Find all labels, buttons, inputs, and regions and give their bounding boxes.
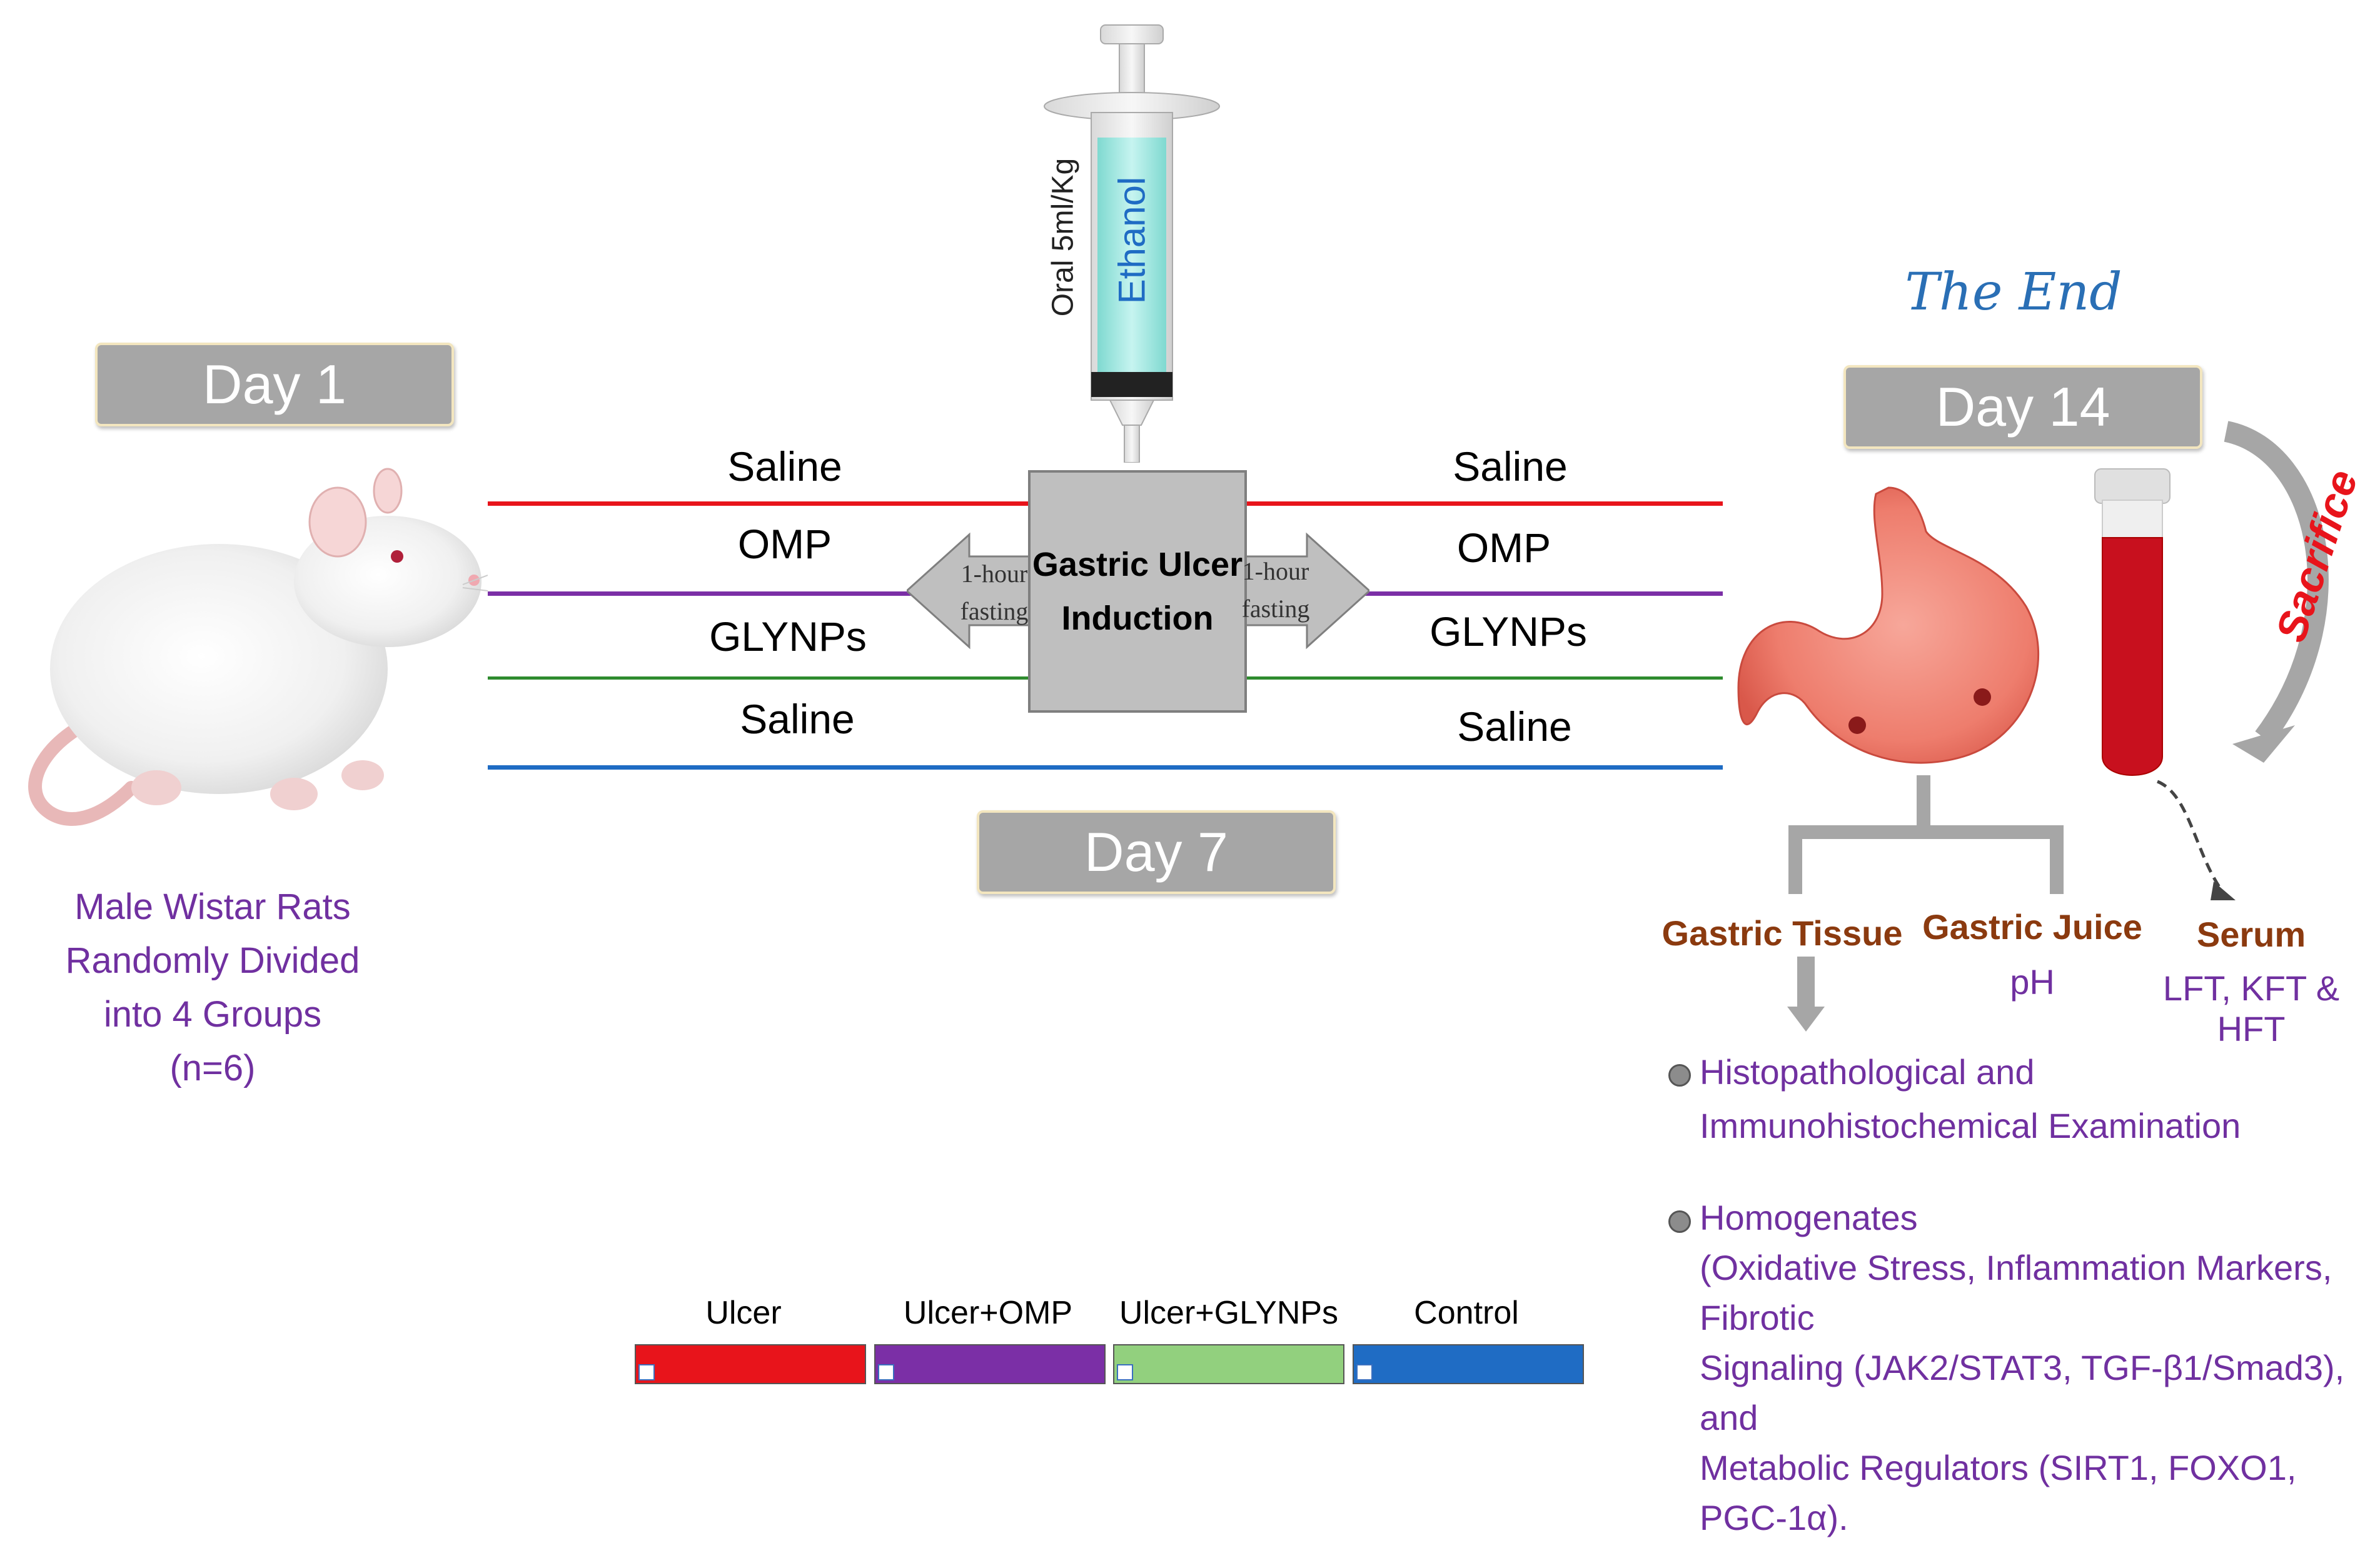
analysis-title: Homogenates bbox=[1700, 1198, 1918, 1237]
fasting-line: fasting bbox=[1241, 595, 1310, 623]
analysis-line: Metabolic Regulators (SIRT1, FOXO1, PGC-… bbox=[1700, 1448, 2297, 1537]
analysis-line: Signaling (JAK2/STAT3, TGF-β1/Smad3), an… bbox=[1700, 1348, 2345, 1437]
day7-text: Day 7 bbox=[1084, 821, 1228, 883]
syringe-dose-label: Oral 5ml/Kg bbox=[1046, 158, 1080, 317]
fasting-right-label: 1-hour fasting bbox=[1232, 553, 1319, 628]
day7-label: Day 7 bbox=[977, 810, 1336, 894]
legend-swatch-ulcer-glynps bbox=[1113, 1344, 1344, 1384]
bullet-icon bbox=[1668, 1210, 1691, 1233]
fasting-line: 1-hour bbox=[1242, 557, 1309, 585]
group-label-left: Saline bbox=[727, 443, 842, 490]
induction-arrows bbox=[907, 532, 1369, 650]
induction-line1: Gastric Ulcer bbox=[1032, 546, 1243, 583]
group-label-left: OMP bbox=[737, 521, 832, 567]
legend-swatch-control bbox=[1353, 1344, 1584, 1384]
day14-text: Day 14 bbox=[1935, 376, 2110, 438]
group-label-left: Saline bbox=[740, 696, 855, 742]
day14-label: Day 14 bbox=[1843, 365, 2202, 449]
legend-swatch-ulcer bbox=[635, 1344, 866, 1384]
serum-label: Serum bbox=[2196, 915, 2306, 954]
analysis-line: Immunohistochemical Examination bbox=[1700, 1106, 2241, 1145]
rat-caption: Male Wistar Rats Randomly Divided into 4… bbox=[50, 880, 375, 1095]
group-label-right: Saline bbox=[1457, 703, 1572, 750]
group-label-left: GLYNPs bbox=[709, 613, 867, 660]
legend-label-ulcer-omp: Ulcer+OMP bbox=[903, 1295, 1073, 1331]
blood-tube-illustration bbox=[2094, 468, 2171, 776]
group-label-right: GLYNPs bbox=[1430, 608, 1587, 655]
fasting-line: fasting bbox=[960, 597, 1029, 625]
analysis-line: (Oxidative Stress, Inflammation Markers,… bbox=[1700, 1248, 2332, 1337]
the-end-label: The End bbox=[1905, 263, 2122, 322]
induction-line2: Induction bbox=[1061, 600, 1214, 637]
timeline-blue-line bbox=[488, 765, 1723, 770]
fasting-line: 1-hour bbox=[961, 560, 1028, 588]
caption-line: Randomly Divided bbox=[65, 940, 360, 981]
stomach-illustration bbox=[1737, 486, 2040, 764]
fasting-left-label: 1-hour fasting bbox=[950, 555, 1038, 630]
group-label-right: Saline bbox=[1453, 443, 1568, 490]
serum-dashed-arrow bbox=[2156, 780, 2236, 900]
day1-text: Day 1 bbox=[203, 353, 346, 415]
tissue-juice-bracket bbox=[1787, 775, 2064, 1032]
group-label-right: OMP bbox=[1456, 525, 1551, 571]
analysis-item-2: Homogenates (Oxidative Stress, Inflammat… bbox=[1700, 1193, 2369, 1543]
analysis-line: Histopathological and bbox=[1700, 1052, 2035, 1092]
sacrifice-arrow bbox=[2224, 421, 2329, 763]
caption-line: (n=6) bbox=[169, 1048, 256, 1088]
syringe-substance-label: Ethanol bbox=[1111, 176, 1153, 304]
gastric-tissue-label: Gastric Tissue bbox=[1661, 913, 1903, 953]
legend-label-ulcer-glynps: Ulcer+GLYNPs bbox=[1119, 1295, 1339, 1331]
gastric-juice-label: Gastric Juice bbox=[1922, 907, 2142, 947]
caption-line: into 4 Groups bbox=[103, 994, 322, 1035]
legend-swatch-ulcer-omp bbox=[874, 1344, 1106, 1384]
rat-illustration bbox=[28, 468, 488, 826]
caption-line: Male Wistar Rats bbox=[74, 887, 351, 927]
gastric-juice-ph: pH bbox=[2010, 962, 2055, 1002]
day1-label: Day 1 bbox=[95, 343, 454, 426]
syringe-illustration bbox=[1044, 24, 1220, 463]
induction-box bbox=[1028, 470, 1247, 713]
legend-label-ulcer: Ulcer bbox=[705, 1295, 782, 1331]
analysis-item-1: Histopathological and Immunohistochemica… bbox=[1700, 1045, 2362, 1153]
bullet-icon bbox=[1668, 1064, 1691, 1087]
legend-label-control: Control bbox=[1414, 1295, 1519, 1331]
serum-tests: LFT, KFT & HFT bbox=[2162, 968, 2340, 1048]
induction-text: Gastric Ulcer Induction bbox=[1028, 538, 1247, 645]
